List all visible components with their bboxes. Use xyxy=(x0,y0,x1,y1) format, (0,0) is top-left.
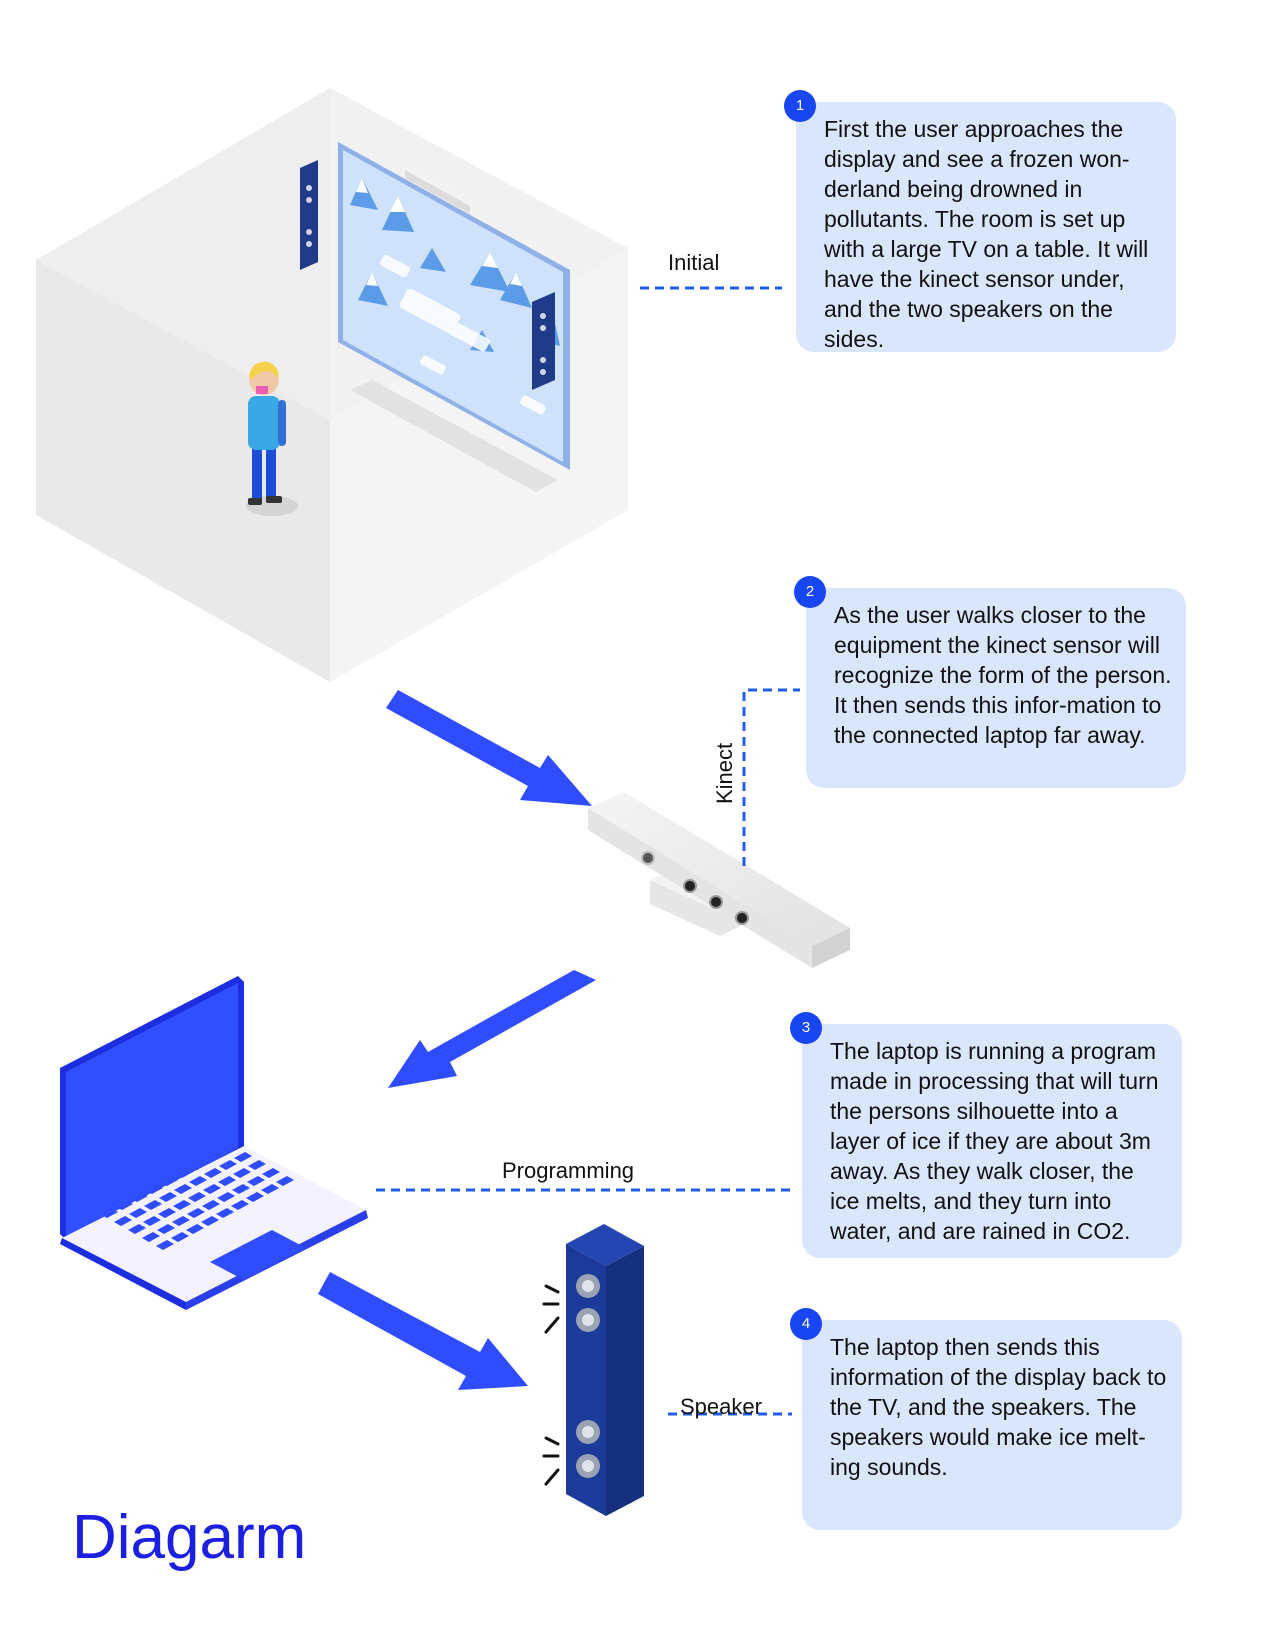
keyboard-key xyxy=(205,1152,223,1162)
keyboard-key xyxy=(188,1192,206,1202)
keyboard-key xyxy=(171,1232,189,1242)
keyboard-key xyxy=(189,1176,207,1186)
keyboard-key xyxy=(219,1160,237,1170)
keyboard-key xyxy=(233,1168,251,1178)
keyboard-key xyxy=(174,1184,192,1194)
diagram-title: Diagarm xyxy=(72,1503,307,1572)
step-4-badge: 4 xyxy=(790,1308,822,1340)
keyboard-key xyxy=(129,1208,147,1218)
keyboard-key xyxy=(220,1144,238,1154)
keyboard-key xyxy=(173,1200,191,1210)
keyboard-key xyxy=(186,1224,204,1234)
keyboard-key xyxy=(175,1168,193,1178)
dashed-connectors xyxy=(376,286,800,1416)
step-2-box: As the user walks closer to the equipmen… xyxy=(806,588,1186,788)
flow-arrows xyxy=(318,690,596,1390)
keyboard-key xyxy=(234,1152,252,1162)
label-speaker: Speaker xyxy=(680,1394,762,1419)
laptop-illustration xyxy=(60,976,368,1310)
keyboard-key xyxy=(202,1200,220,1210)
keyboard-key xyxy=(261,1184,279,1194)
arrow-room-to-kinect xyxy=(386,690,592,806)
keyboard-key xyxy=(247,1176,265,1186)
step-3-badge: 3 xyxy=(790,1012,822,1044)
person-figure xyxy=(246,361,298,516)
keyboard-key xyxy=(218,1176,236,1186)
keyboard-key xyxy=(246,1192,264,1202)
keyboard-key xyxy=(203,1184,221,1194)
keyboard-key xyxy=(262,1168,280,1178)
keyboard-key xyxy=(190,1160,208,1170)
keyboard-key xyxy=(114,1216,132,1226)
connector-kinect xyxy=(742,688,800,866)
keyboard-key xyxy=(145,1184,163,1194)
keyboard-key xyxy=(143,1216,161,1226)
keyboard-key xyxy=(157,1224,175,1234)
keyboard-key xyxy=(100,1208,118,1218)
keyboard-key xyxy=(201,1216,219,1226)
keyboard-key xyxy=(217,1192,235,1202)
keyboard-key xyxy=(156,1240,174,1250)
kinect-sensor-illustration xyxy=(588,792,850,968)
keyboard-key xyxy=(142,1232,160,1242)
step-2-text: As the user walks closer to the equipmen… xyxy=(834,602,1172,748)
keyboard-key xyxy=(172,1216,190,1226)
keyboard-key xyxy=(204,1168,222,1178)
keyboard-key xyxy=(144,1200,162,1210)
step-4-text: The laptop then sends this information o… xyxy=(830,1334,1167,1480)
keyboard-key xyxy=(231,1200,249,1210)
step-3-box: The laptop is running a program made in … xyxy=(802,1024,1182,1258)
label-kinect: Kinect xyxy=(712,742,737,804)
label-initial: Initial xyxy=(668,250,720,275)
step-3-text: The laptop is running a program made in … xyxy=(830,1038,1159,1244)
step-1-badge: 1 xyxy=(784,90,816,122)
label-programming: Programming xyxy=(502,1158,635,1183)
keyboard-key xyxy=(158,1208,176,1218)
keyboard-key xyxy=(232,1184,250,1194)
step-4-box: The laptop then sends this information o… xyxy=(802,1320,1182,1530)
sound-waves-icon xyxy=(542,1284,560,1486)
keyboard-key xyxy=(130,1192,148,1202)
keyboard-key xyxy=(187,1208,205,1218)
keyboard-key xyxy=(159,1192,177,1202)
tv-display xyxy=(300,142,570,470)
keyboard-key xyxy=(276,1176,294,1186)
step-2-badge: 2 xyxy=(794,576,826,608)
keyboard-key xyxy=(248,1160,266,1170)
keyboard-key xyxy=(216,1208,234,1218)
keyboard-key xyxy=(115,1200,133,1210)
arrow-kinect-to-laptop xyxy=(388,970,596,1088)
step-1-text: First the user approaches the display an… xyxy=(824,116,1149,352)
keyboard-key xyxy=(128,1224,146,1234)
arrow-laptop-to-speaker xyxy=(318,1272,528,1390)
speaker-illustration xyxy=(542,1224,644,1516)
step-1-box: First the user approaches the display an… xyxy=(796,102,1176,352)
keyboard-key xyxy=(160,1176,178,1186)
